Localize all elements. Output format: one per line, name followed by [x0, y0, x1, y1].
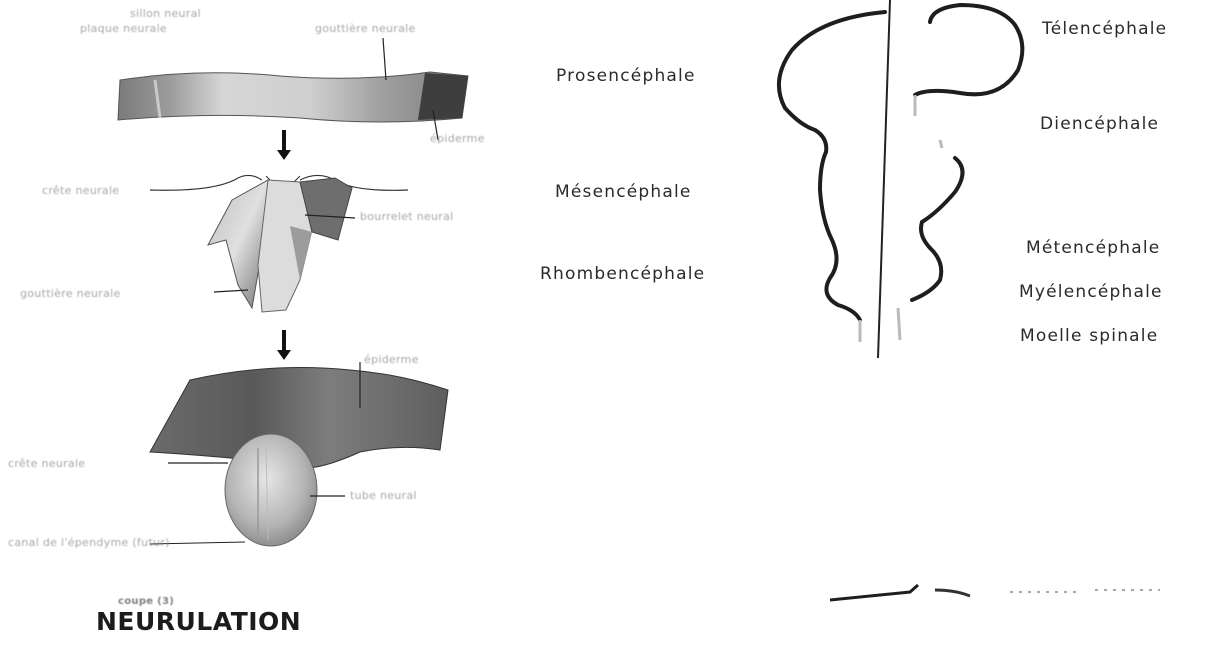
- outline-three-vesicles: [779, 12, 885, 320]
- label-diencephale: Diencéphale: [1040, 114, 1159, 134]
- label-moelle-spinale: Moelle spinale: [1020, 326, 1158, 346]
- stage-2-neural-folds: [150, 175, 408, 312]
- label-gouttiere-neurale: gouttière neurale: [20, 287, 121, 300]
- label-crete-neurale: crête neurale: [42, 184, 119, 197]
- midline: [878, 0, 890, 358]
- label-sillon-neural: sillon neural: [130, 7, 201, 20]
- figure-title: NEURULATION: [96, 607, 301, 636]
- lower-partial-stroke: [830, 585, 918, 600]
- label-tube-neural: tube neural: [350, 489, 417, 502]
- outline-five-vesicles-lower: [912, 158, 963, 300]
- neurulation-illustration: [0, 0, 560, 600]
- small-caption: coupe (3): [118, 596, 174, 607]
- brain-vesicles-diagram: [760, 0, 1180, 620]
- outline-five-vesicles: [915, 5, 1022, 95]
- label-gouttiere-neurale-top: gouttière neurale: [315, 22, 416, 35]
- label-bourrelet-neural: bourrelet neural: [360, 210, 454, 223]
- arrow-down-icon: [277, 330, 291, 360]
- label-mesencephale: Mésencéphale: [555, 182, 692, 202]
- arrow-down-icon: [277, 130, 291, 160]
- label-canal: canal de l'épendyme (futur): [8, 536, 170, 549]
- label-myelencephale: Myélencéphale: [1019, 282, 1163, 302]
- label-rhombencephale: Rhombencéphale: [540, 264, 705, 284]
- label-plaque-neurale: plaque neurale: [80, 22, 167, 35]
- stage-3-neural-tube: [150, 362, 448, 546]
- label-epiderme-bottom: épiderme: [364, 353, 419, 366]
- label-epiderme: épiderme: [430, 132, 485, 145]
- label-crete-neurale-bottom: crête neurale: [8, 457, 85, 470]
- label-metencephale: Métencéphale: [1026, 238, 1160, 258]
- label-prosencephale: Prosencéphale: [556, 66, 696, 86]
- label-telencephale: Télencéphale: [1042, 19, 1167, 39]
- stage-1-neural-plate: [118, 38, 468, 140]
